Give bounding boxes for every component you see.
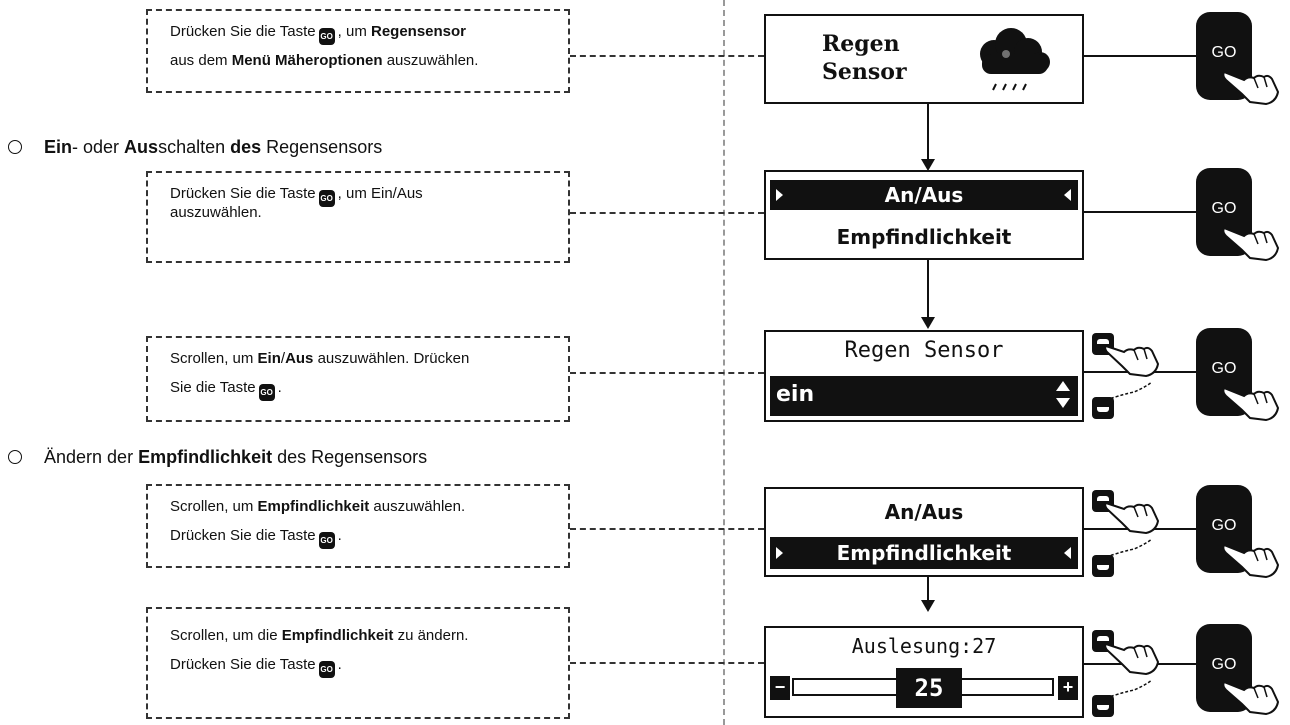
divider-line [723,0,725,725]
leader-line [570,55,764,57]
lcd-screen-rain-sensor: Regen Sensor [764,14,1084,104]
lcd-screen-sensitivity-value: Auslesung:27 − 25 + [764,626,1084,718]
menu-item: An/Aus [884,500,964,524]
menu-item-selected: Empfindlichkeit [770,537,1078,569]
arrow-down-icon [1097,565,1109,570]
lcd-screen-menu-sensitivity: An/Aus Empfindlichkeit [764,487,1084,577]
plus-icon: + [1058,676,1078,700]
flow-arrow [927,259,929,321]
flow-arrow [927,103,929,163]
leader-line [570,372,764,374]
leader-line [570,528,764,530]
arrow-up-icon [1097,496,1109,501]
leader-line [570,662,764,664]
bullet-icon [8,140,22,154]
heading-toggle: Ein- oder Ausschalten des Regensensors [8,136,382,158]
lcd-screen-toggle-value: Regen Sensor ein [764,330,1084,422]
arrow-head-icon [921,159,935,171]
arrow-down-button[interactable] [1092,695,1114,717]
go-key-icon: GO [258,384,275,401]
callout-scroll-on-off: Scrollen, um Ein/Aus auszuwählen. Drücke… [146,336,570,422]
minus-icon: − [770,676,790,700]
pointing-hand-icon [1104,344,1160,401]
menu-item: Empfindlichkeit [836,225,1012,249]
arrow-down-button[interactable] [1092,555,1114,577]
heading-sensitivity: Ändern der Empfindlichkeit des Regensens… [8,446,427,468]
pointing-hand-icon [1104,501,1160,558]
bullet-icon [8,450,22,464]
pointing-hand-icon [1222,543,1280,579]
toggle-value: ein [776,382,815,407]
pointing-hand-icon [1222,226,1280,262]
arrow-head-icon [921,317,935,329]
connector-line [1084,55,1196,57]
arrow-head-icon [921,600,935,612]
go-button[interactable]: GO [1196,485,1252,573]
pointing-hand-icon [1222,680,1280,716]
connector-line [1084,211,1196,213]
screen-title: Regen Sensor [844,338,1004,363]
arrow-down-button[interactable] [1092,397,1114,419]
flow-arrow [927,576,929,604]
leader-line [570,212,764,214]
slider-value: 25 [896,668,962,708]
go-key-icon: GO [318,532,335,549]
caret-left-icon [1064,547,1071,559]
rain-cloud-icon [980,28,1050,91]
menu-item-selected: An/Aus [770,180,1078,210]
caret-right-icon [776,189,783,201]
sensor-reading: Auslesung:27 [851,634,997,658]
scroll-up-icon [1056,381,1070,391]
callout-change-sensitivity: Scrollen, um die Empfindlichkeit zu ände… [146,607,570,719]
caret-left-icon [1064,189,1071,201]
screen-title: Regen Sensor [822,31,907,85]
pointing-hand-icon [1222,386,1280,422]
callout-select-sensitivity: Scrollen, um Empfindlichkeit auszuwählen… [146,484,570,568]
scroll-down-icon [1056,398,1070,408]
go-key-icon: GO [318,661,335,678]
lcd-screen-menu-on-off: An/Aus Empfindlichkeit [764,170,1084,260]
pointing-hand-icon [1222,70,1280,106]
arrow-up-icon [1097,636,1109,641]
arrow-down-icon [1097,407,1109,412]
pointing-hand-icon [1104,642,1160,699]
value-bar [770,376,1078,416]
go-key-icon: GO [318,190,335,207]
go-key-icon: GO [318,28,335,45]
caret-right-icon [776,547,783,559]
arrow-up-icon [1097,339,1109,344]
arrow-down-icon [1097,705,1109,710]
